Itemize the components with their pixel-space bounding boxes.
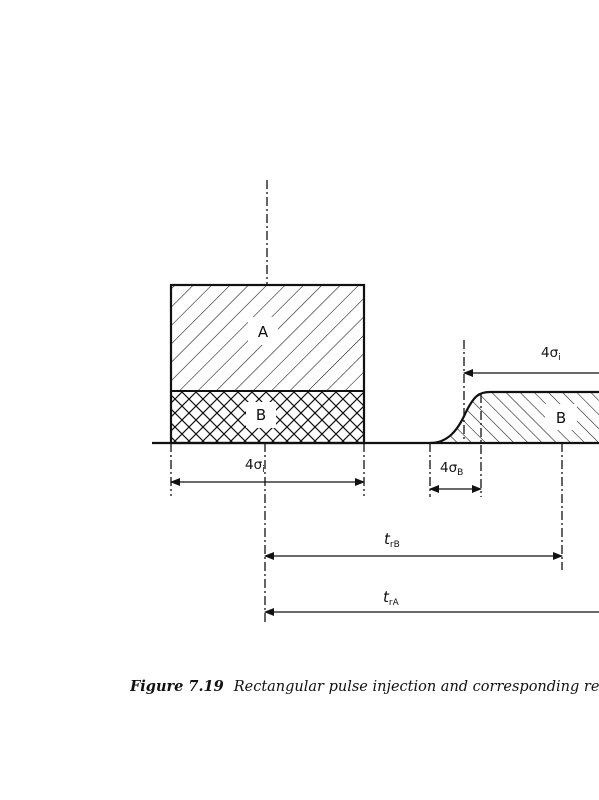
reference-lines — [170, 180, 563, 622]
spread-b-label: 4σB — [440, 460, 463, 478]
response-peak: B — [429, 390, 599, 445]
caption-text: Rectangular pulse injection and correspo… — [233, 679, 599, 695]
retention-a-label: trA — [383, 588, 400, 608]
figure-number: Figure 7.19 — [130, 678, 224, 695]
injection-label-a: A — [258, 323, 269, 341]
dimension-arrows — [170, 369, 599, 616]
response-width-label: 4σi — [541, 345, 561, 363]
injection-pulse: A B — [169, 283, 366, 445]
response-label-b: B — [556, 409, 566, 427]
injection-width-label: 4σi — [245, 457, 265, 475]
retention-b-label: trB — [384, 530, 400, 550]
injection-label-b: B — [256, 406, 266, 424]
figure-caption: Figure 7.19 Rectangular pulse injection a… — [130, 678, 599, 695]
